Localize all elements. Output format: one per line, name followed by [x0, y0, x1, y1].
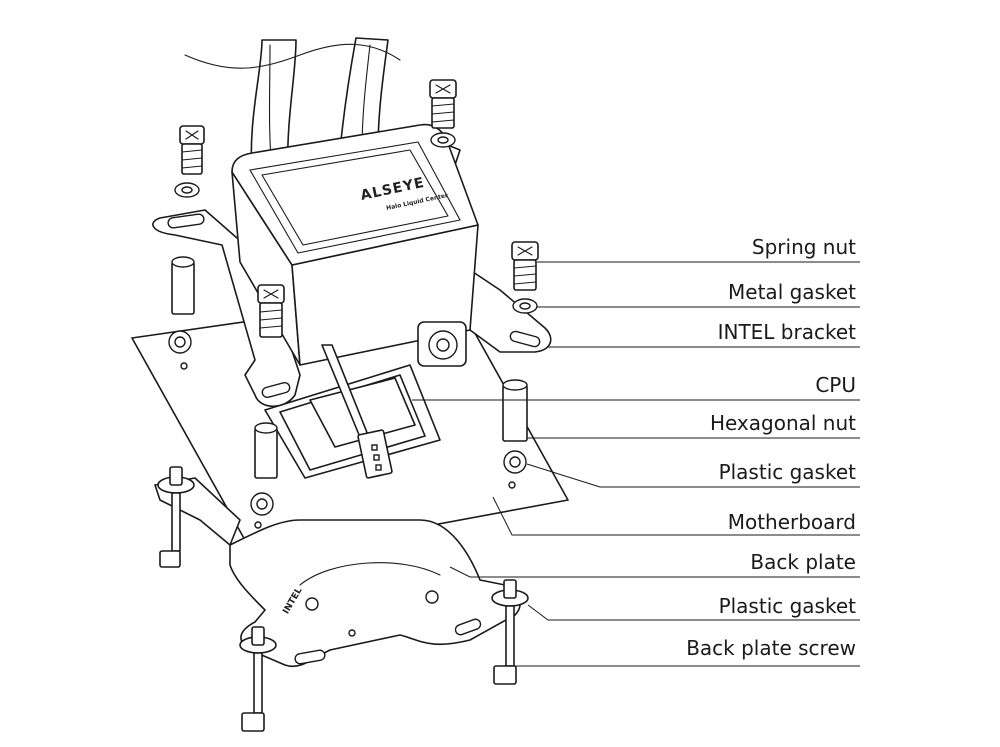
cpu: [264, 364, 441, 479]
label-back-plate: Back plate: [750, 550, 856, 574]
metal-gaskets: [174, 132, 538, 314]
label-motherboard: Motherboard: [728, 510, 856, 534]
spring-nut-tr: [429, 79, 457, 129]
leader-lines: [412, 261, 860, 667]
label-intel-bracket: INTEL bracket: [718, 320, 857, 344]
spring-nut-left: [257, 284, 285, 338]
label-hexagonal-nut: Hexagonal nut: [710, 411, 856, 435]
back-plate: INTEL: [154, 477, 521, 668]
label-plastic-gasket-bottom: Plastic gasket: [719, 594, 857, 618]
labels: Spring nut Metal gasket INTEL bracket CP…: [686, 235, 856, 660]
pump-block: ALSEYE Halo Liquid Center: [231, 123, 479, 479]
back-plate-screws: [157, 466, 529, 732]
cooling-tubes: [184, 37, 401, 176]
spring-nut-right: [511, 241, 539, 291]
hexagonal-nuts: [171, 256, 528, 479]
label-back-plate-screw: Back plate screw: [686, 636, 856, 660]
label-cpu: CPU: [815, 373, 856, 397]
label-spring-nut: Spring nut: [752, 235, 856, 259]
spring-nut-tl: [179, 125, 205, 175]
label-plastic-gasket-top: Plastic gasket: [719, 460, 857, 484]
intel-bracket: [152, 141, 552, 408]
label-metal-gasket: Metal gasket: [728, 280, 856, 304]
